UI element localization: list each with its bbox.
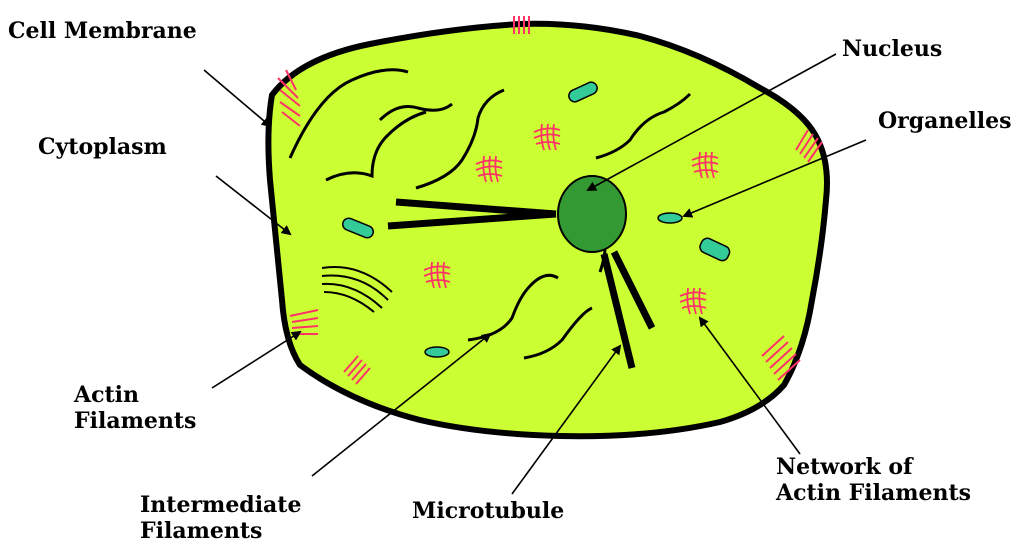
arrow-cell-membrane <box>204 70 270 126</box>
label-microtubule: Microtubule <box>412 498 564 524</box>
arrow-actin-filaments <box>212 332 300 388</box>
label-network-actin-filaments: Network of Actin Filaments <box>776 454 971 506</box>
organelle <box>425 347 449 357</box>
organelle <box>658 213 682 223</box>
label-actin-filaments: Actin Filaments <box>74 382 196 434</box>
label-cytoplasm: Cytoplasm <box>38 134 167 160</box>
label-organelles: Organelles <box>878 108 1011 134</box>
label-intermediate-filaments: Intermediate Filaments <box>140 492 301 544</box>
label-cell-membrane: Cell Membrane <box>8 18 197 44</box>
label-nucleus: Nucleus <box>842 36 942 62</box>
